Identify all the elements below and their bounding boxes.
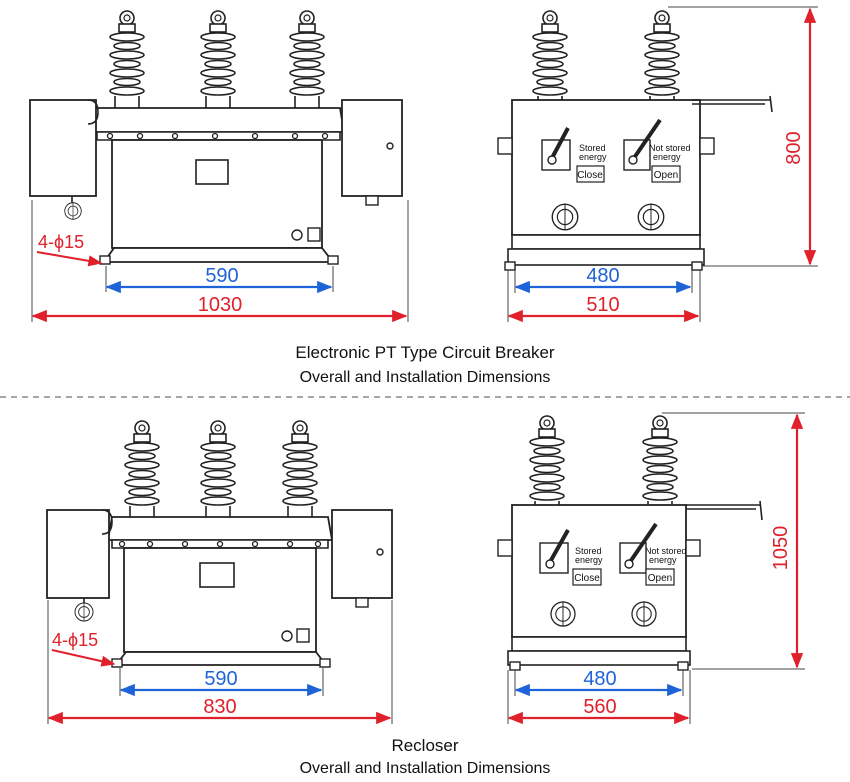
operating-handle [692,95,773,113]
left-pt-box-2 [46,509,110,599]
stored-energy-label-2: energy [575,555,603,565]
side-overall-width-label-2: 560 [583,696,616,718]
nameplate-2 [199,562,235,588]
close-label: Close [577,170,603,181]
insulator-right [289,10,325,111]
stored-energy-label: energy [579,152,607,162]
stored-energy-window-2 [539,542,569,574]
close-button[interactable] [576,165,605,183]
insulator-middle-2 [200,420,236,521]
insulator-right-2 [282,420,318,521]
side-gland-left [551,202,579,232]
overall-width-label-2: 830 [203,696,236,718]
base-frame-2 [114,651,328,666]
side-gland-left-2 [550,600,576,628]
operating-handle-2 [686,500,763,521]
caption-subtitle-1: Overall and Installation Dimensions [299,369,551,386]
side-gland-right-2 [631,600,657,628]
overall-width-label: 1030 [198,294,243,316]
hole-spec-label-2: 4-ϕ15 [52,630,98,650]
main-tank [111,139,323,249]
open-label-2: Open [648,573,672,584]
mount-spacing-label: 590 [205,265,238,287]
side-insulator-right-2 [642,415,678,516]
left-cable-gland-2 [74,601,94,623]
caption-subtitle-2: Overall and Installation Dimensions [299,760,551,777]
nameplate [195,159,229,185]
side-insulator-left-2 [529,415,565,516]
open-button-2[interactable] [645,568,675,586]
not-stored-label: Not stored [649,143,691,153]
left-cable-gland [64,201,82,221]
side-mount-spacing-label-2: 480 [583,668,616,690]
stored-energy-window [541,139,571,171]
caption-title-2: Recloser [391,736,459,755]
caption-title-1: Electronic PT Type Circuit Breaker [295,343,555,362]
close-button-2[interactable] [572,568,602,586]
not-stored-energy-label: energy [653,152,681,162]
panel-1-front-view: 4-ϕ15 590 1030 [29,10,409,323]
base-frame [102,247,335,263]
side-gland-right [637,202,665,232]
close-label-2: Close [574,573,600,584]
insulator-left [109,10,145,111]
open-label: Open [654,170,678,181]
panel-2-side-view: Stored energy Close Not stored energy Op… [497,412,805,725]
side-base [507,248,705,266]
side-base-2 [507,650,691,666]
side-overall-width-label: 510 [586,294,619,316]
side-insulator-right [644,10,680,111]
panel-1-side-view: Stored energy Close Not stored energy Op… [497,6,818,323]
stored-label: Stored [579,143,606,153]
stored-label-2: Stored [575,546,602,556]
mount-spacing-label-2: 590 [204,668,237,690]
left-pt-box [29,99,97,197]
insulator-middle [200,10,236,111]
side-insulator-left [532,10,568,111]
side-mount-spacing-label: 480 [586,265,619,287]
open-button[interactable] [651,165,681,183]
insulator-left-2 [124,420,160,521]
not-stored-energy-label-2: energy [649,555,677,565]
overall-height-label-2: 1050 [770,526,792,571]
hole-spec-label: 4-ϕ15 [38,232,84,252]
panel-2-front-view: 4-ϕ15 590 830 [46,420,393,725]
not-stored-label-2: Not stored [645,546,687,556]
overall-height-label: 800 [783,131,805,164]
